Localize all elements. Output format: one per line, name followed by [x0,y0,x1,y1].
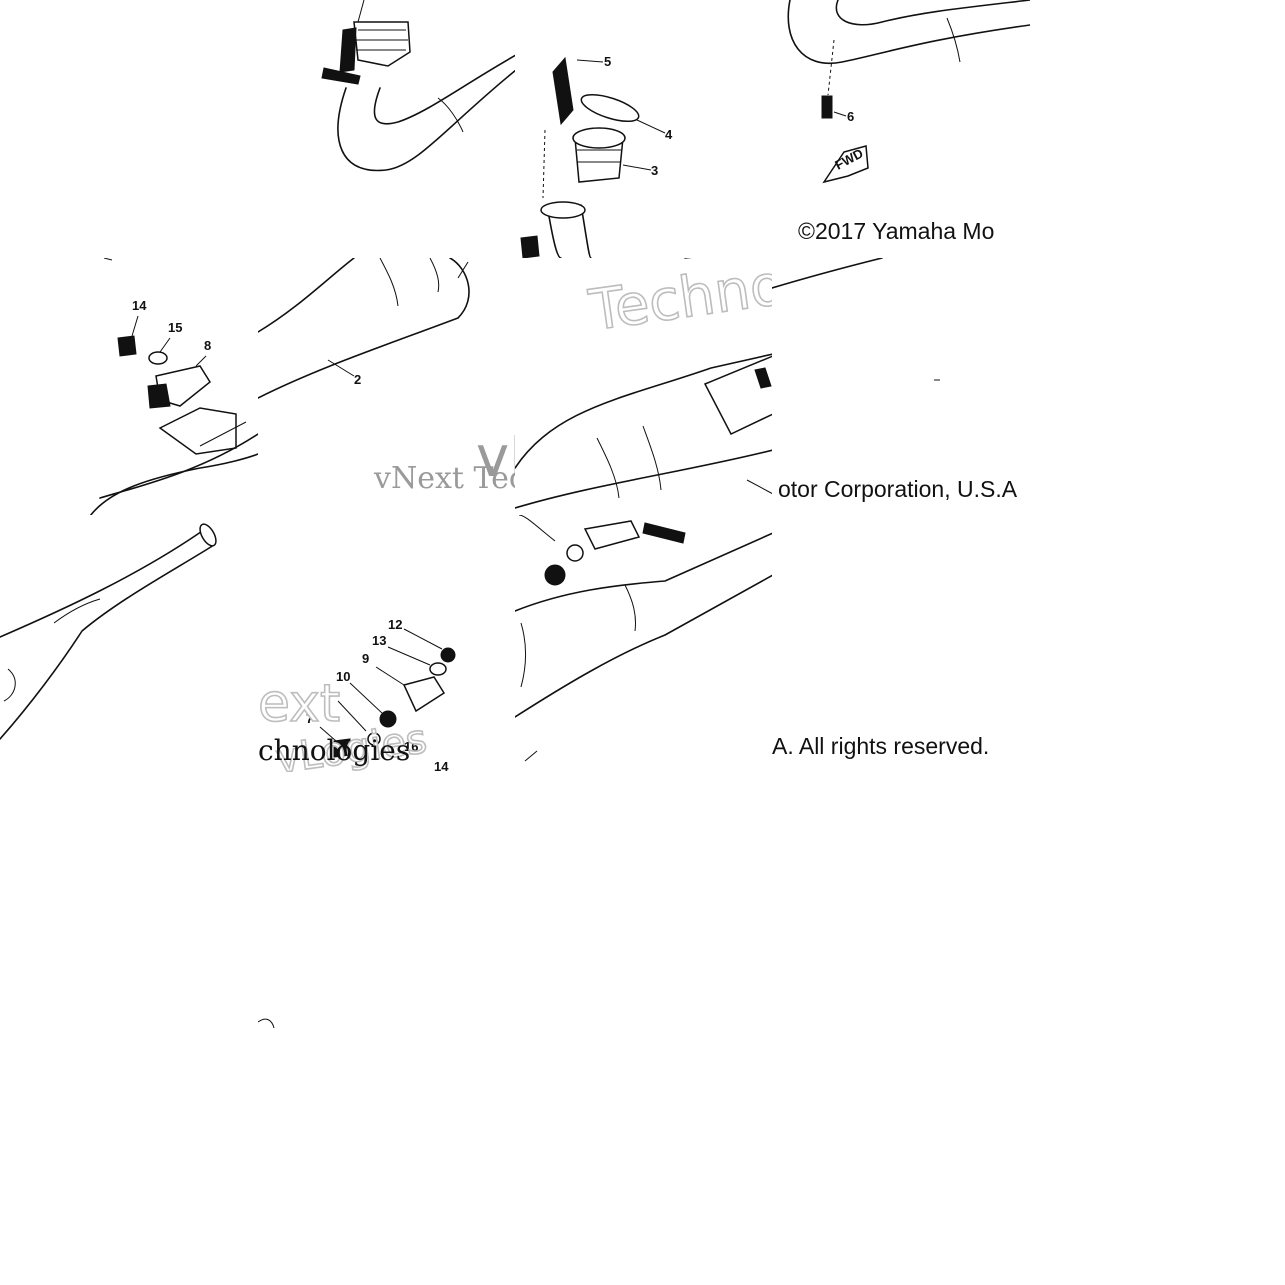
watermark-technologies: chnologies [258,734,411,767]
callout-9: 9 [362,651,369,666]
copyright-tile-2: 10 otor Corporation, U.S.A [772,258,1030,516]
watermark-outline: Techno [585,258,773,344]
callout-15: 15 [168,320,182,335]
callout-14-lower: 14 [434,759,449,773]
callout-12: 12 [388,617,402,632]
exhaust-bend-drawing [321,0,516,172]
tailpipe-drawing [0,523,217,740]
callout-10-lower: 10 [336,669,350,684]
watermark-serif: vNext Tec [374,461,516,496]
callout-11: 1 [324,685,331,700]
pipe-cap-drawing: 5 4 3 [520,54,673,258]
fwd-arrow-icon: FWD [822,145,869,184]
muffler-drawing: 2 vNe [258,258,516,490]
bracket-tile: 14 15 8 [0,258,258,516]
muffler-mount-drawing: Techno [515,258,773,509]
callout-5: 5 [604,54,611,69]
callout-3: 3 [651,163,658,178]
pipe-cap-tile: 5 4 3 [515,0,773,258]
fwd-marker-drawing: 6 FWD [787,0,1030,184]
mark-drawing [258,1018,275,1029]
fastener-drawing: 12 13 9 10 1 7 16 14 ext vLogies [258,617,456,773]
watermark-ext: ext [258,674,340,734]
callout-13: 13 [372,633,386,648]
tailpipe-tile [0,515,258,773]
muffler-tile: 2 vNe vNext Tec [258,258,516,516]
watermark-big: vNe [476,425,516,490]
copyright-text-2: otor Corporation, U.S.A [778,476,1018,502]
callout-8: 8 [204,338,211,353]
mark-tile [258,772,516,1030]
copyright-text-3: A. All rights reserved. [772,733,990,759]
bracket-drawing: 14 15 8 [89,258,258,516]
callout-14: 14 [132,298,147,313]
callout-2: 2 [354,372,361,387]
copyright-tile-3: A. All rights reserved. [772,515,1030,773]
fwd-marker-tile: 6 FWD ©2017 Yamaha Mo [772,0,1030,258]
callout-16: 16 [404,739,418,754]
callout-4: 4 [665,127,673,142]
fastener-tile: 12 13 9 10 1 7 16 14 ext vLogies chnolog… [258,515,516,773]
muffler-mount-tile: Techno [515,258,773,516]
callout-7: 7 [306,711,313,726]
washer-tile [515,515,773,773]
copyright-text-1: ©2017 Yamaha Mo [798,218,995,244]
washer-drawing [515,515,773,762]
exhaust-bend-tile [258,0,516,258]
pipe-edge-drawing: 10 [772,258,940,381]
callout-6: 6 [847,109,854,124]
